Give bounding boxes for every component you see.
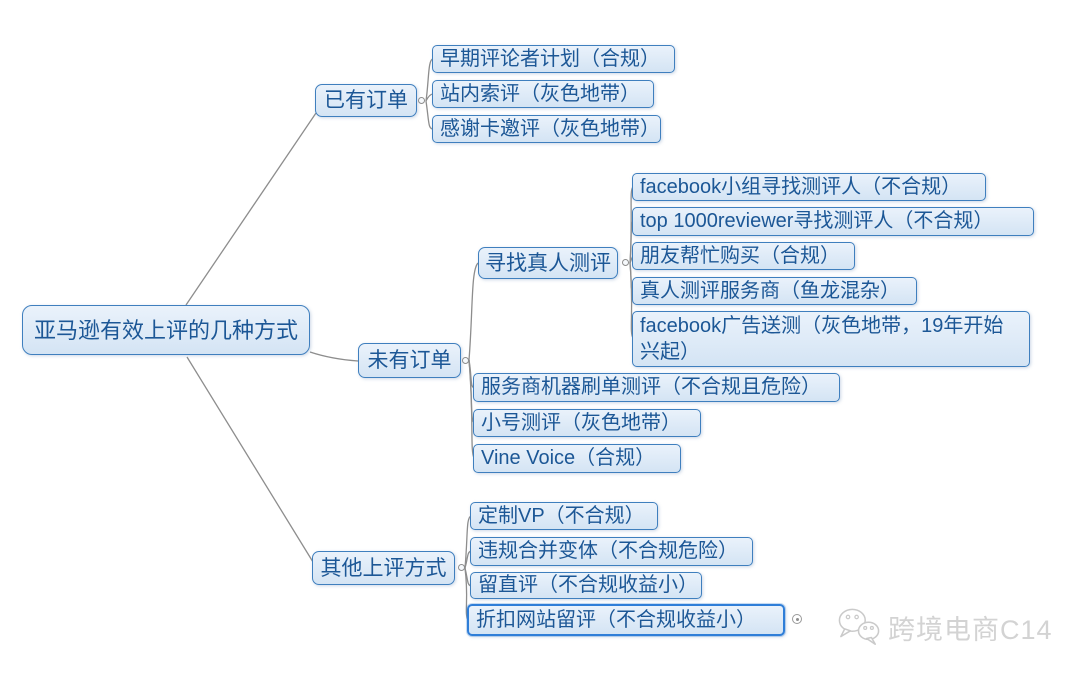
node-vine-voice[interactable]: Vine Voice（合规）: [473, 444, 681, 473]
node-facebook-group-find-reviewers[interactable]: facebook小组寻找测评人（不合规）: [632, 173, 986, 201]
collapse-handle-find-real-reviewers[interactable]: [622, 259, 629, 266]
watermark: 跨境电商C14: [836, 606, 1053, 648]
node-top1000-reviewer-find[interactable]: top 1000reviewer寻找测评人（不合规）: [632, 207, 1034, 236]
node-other-methods[interactable]: 其他上评方式: [312, 551, 455, 585]
link-root-existing-orders: [185, 112, 317, 306]
node-early-reviewer-program[interactable]: 早期评论者计划（合规）: [432, 45, 675, 73]
node-discount-site-reviews[interactable]: 折扣网站留评（不合规收益小）: [467, 604, 785, 636]
link-root-no-orders: [309, 351, 359, 362]
link-root-other-methods: [186, 356, 314, 563]
node-facebook-ad-free-testing[interactable]: facebook广告送测（灰色地带，19年开始兴起）: [632, 311, 1030, 367]
node-alt-account-reviews[interactable]: 小号测评（灰色地带）: [473, 409, 701, 437]
wechat-icon: [838, 608, 880, 645]
node-existing-orders[interactable]: 已有订单: [315, 84, 417, 117]
node-onsite-review-request[interactable]: 站内索评（灰色地带）: [432, 80, 654, 108]
node-find-real-reviewers[interactable]: 寻找真人测评: [478, 247, 618, 279]
target-marker-icon[interactable]: [792, 614, 802, 624]
node-no-orders[interactable]: 未有订单: [358, 343, 461, 378]
collapse-handle-other-methods[interactable]: [458, 564, 465, 571]
collapse-handle-no-orders[interactable]: [462, 357, 469, 364]
watermark-text: 跨境电商C14: [888, 614, 1053, 645]
node-reviewer-service-providers[interactable]: 真人测评服务商（鱼龙混杂）: [632, 277, 917, 305]
node-service-provider-bot-reviews[interactable]: 服务商机器刷单测评（不合规且危险）: [473, 373, 840, 402]
node-root[interactable]: 亚马逊有效上评的几种方式: [22, 305, 310, 355]
node-merge-variants-violation[interactable]: 违规合并变体（不合规危险）: [470, 537, 753, 566]
node-custom-vp[interactable]: 定制VP（不合规）: [470, 502, 658, 530]
node-friends-purchase[interactable]: 朋友帮忙购买（合规）: [632, 242, 855, 270]
node-thank-you-card-invite[interactable]: 感谢卡邀评（灰色地带）: [432, 115, 661, 143]
node-direct-reviews[interactable]: 留直评（不合规收益小）: [470, 572, 702, 599]
collapse-handle-existing-orders[interactable]: [418, 97, 425, 104]
